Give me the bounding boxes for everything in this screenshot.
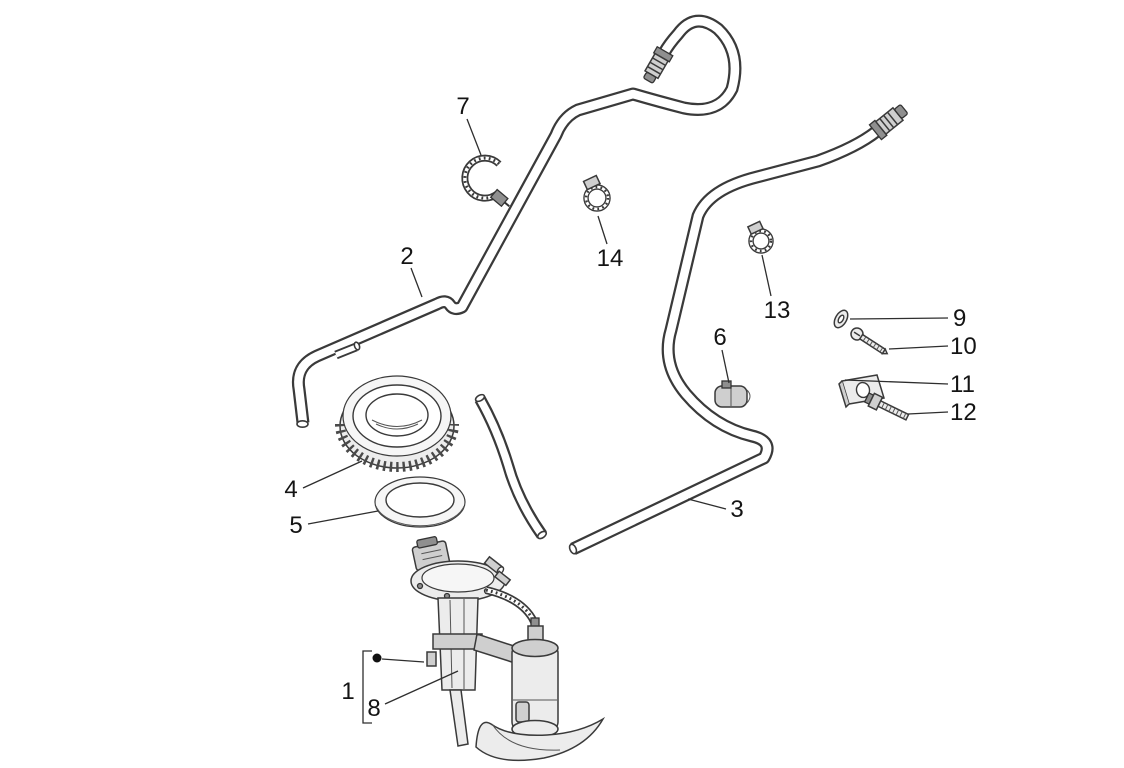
hose-clamp-13: [746, 220, 774, 254]
flange-bolt-12: [863, 392, 910, 421]
leader-7: [466, 118, 482, 156]
leader-14: [597, 215, 608, 245]
reference-dot: [372, 653, 382, 663]
bracket-1: [362, 650, 372, 724]
callout-label-5: 5: [289, 512, 302, 539]
pump-outlet-nipple: [483, 555, 505, 575]
leader-12: [907, 411, 949, 415]
callouts: 7 14 2 13 6 9 10 11 12 4 5 3 1 8: [284, 93, 977, 724]
seal-gasket-5: [374, 476, 466, 528]
hose-clamp-7: [461, 154, 510, 208]
callout-label-13: 13: [764, 297, 791, 324]
callout-label-2: 2: [400, 243, 413, 270]
callout-label-7: 7: [456, 93, 469, 120]
callout-label-4: 4: [284, 476, 297, 503]
pump-outlet-nipple-2: [493, 570, 512, 587]
hose-stub-end: [353, 341, 361, 351]
callout-label-3: 3: [730, 496, 743, 523]
fuel-pump-8: [511, 617, 559, 739]
washer-9: [833, 309, 849, 329]
fuel-hose-3: [568, 104, 908, 555]
leader-3: [687, 498, 727, 510]
hose-open-end: [568, 543, 578, 555]
leader-1: [381, 658, 425, 663]
leader-10: [888, 345, 949, 350]
hose-open-end: [296, 419, 309, 428]
callout-label-8: 8: [367, 695, 380, 722]
fuel-hose-2: [297, 21, 735, 427]
leader-4: [302, 460, 363, 489]
quick-connector-right: [868, 104, 908, 141]
hose-clamp-14: [582, 174, 611, 212]
callout-label-1: 1: [341, 678, 354, 705]
quick-connector-top: [643, 45, 674, 84]
callout-label-9: 9: [953, 305, 966, 332]
pump-strainer: [475, 716, 606, 762]
screw-10: [850, 327, 889, 355]
callout-label-14: 14: [597, 245, 624, 272]
leader-5: [307, 510, 379, 525]
leader-8: [384, 670, 459, 705]
callout-label-11: 11: [950, 371, 975, 398]
leader-2: [410, 267, 423, 298]
fuel-pump-module-1: [410, 536, 606, 762]
callout-label-6: 6: [713, 324, 726, 351]
ring-nut-4: [335, 375, 459, 472]
leader-9: [849, 317, 949, 320]
leader-13: [761, 254, 772, 297]
breather-hose: [474, 393, 547, 540]
callout-label-10: 10: [950, 333, 977, 360]
leader-6: [721, 349, 730, 384]
leader-11: [844, 379, 949, 385]
pipe-clip-6: [714, 380, 751, 408]
callout-label-12: 12: [950, 399, 977, 426]
